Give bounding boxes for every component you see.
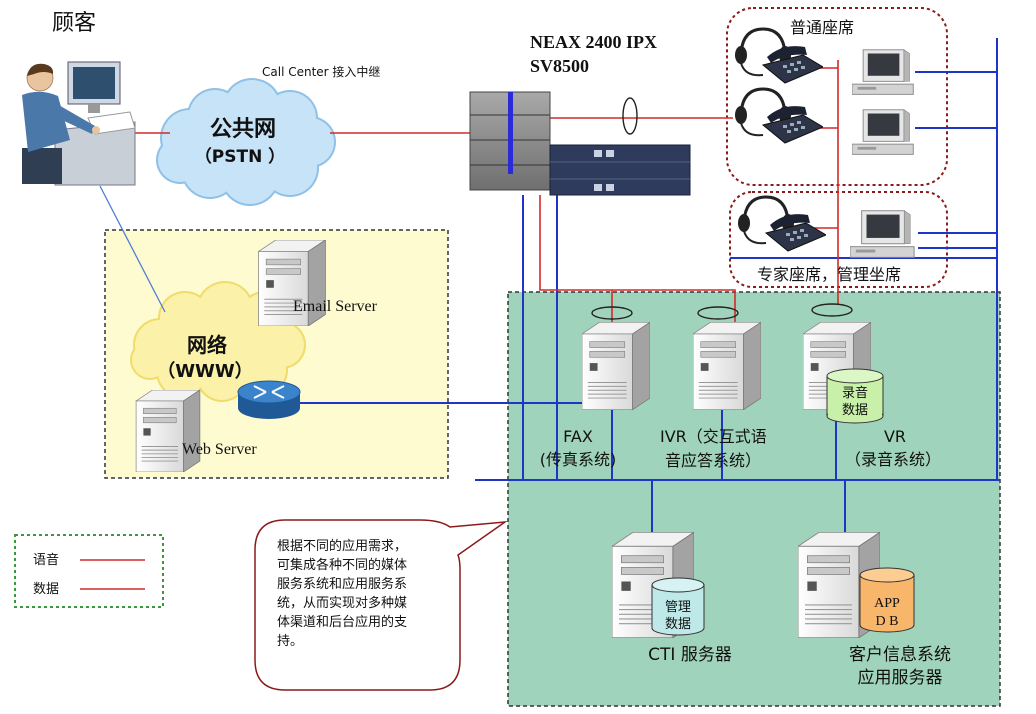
management-database-icon <box>651 577 705 636</box>
trunk-bundle-ring <box>622 97 638 135</box>
ivr-ring <box>697 306 739 320</box>
web-server-label: Web Server <box>182 441 257 458</box>
ivr-desc: 音应答系统） <box>665 451 761 470</box>
router-icon <box>237 380 301 419</box>
agents-label: 普通座席 <box>790 18 854 37</box>
voice-link-pbx-media <box>539 195 736 322</box>
ivr-server-icon <box>693 322 761 410</box>
legend-voice-label: 语音 <box>33 552 59 568</box>
email-server-label: Email Server <box>293 298 378 315</box>
app-label-line1: 客户信息系统 <box>849 645 951 665</box>
app-db-line2: D B <box>876 614 899 629</box>
legend-box <box>14 534 164 608</box>
pstn-subtitle: （PSTN ） <box>195 146 285 167</box>
callout-line: 体渠道和后台应用的支 <box>277 614 407 630</box>
app-label-line2: 应用服务器 <box>858 668 943 688</box>
cti-label: CTI 服务器 <box>648 645 732 665</box>
legend-data-label: 数据 <box>33 582 59 597</box>
pstn-title: 公共网 <box>210 117 276 142</box>
callout-line: 统，从而实现对多种媒 <box>277 595 407 611</box>
recording-db-line2: 数据 <box>842 403 868 418</box>
recording-db-line1: 录音 <box>842 385 868 401</box>
vr-label: VR <box>884 427 906 446</box>
www-title: 网络 <box>187 333 227 357</box>
data-links <box>99 38 1000 540</box>
pstn-cloud-icon <box>156 78 336 206</box>
www-subtitle: （WWW） <box>157 361 253 382</box>
fax-ring <box>591 306 633 320</box>
fax-server-icon <box>582 322 650 410</box>
recording-database-icon <box>826 368 884 424</box>
ivr-label: IVR（交互式语 <box>660 427 767 446</box>
vr-desc: （录音系统） <box>845 450 941 469</box>
callout-line: 根据不同的应用需求， <box>277 538 407 554</box>
app-database-icon <box>859 567 915 633</box>
voice-links <box>135 60 853 322</box>
experts-label: 专家座席，管理坐席 <box>757 265 901 284</box>
data-link-customer-www <box>99 185 166 313</box>
trunk-label: Call Center 接入中继 <box>262 64 380 79</box>
callout-line: 持。 <box>277 634 303 649</box>
management-db-line2: 数据 <box>665 617 691 632</box>
web-server-icon <box>135 390 201 472</box>
customer-label: 顾客 <box>52 11 96 36</box>
callout-bubble <box>254 519 508 691</box>
callout-line: 服务系统和应用服务系 <box>277 576 407 592</box>
callout-line: 可集成各种不同的媒体 <box>277 557 407 573</box>
vr-ring <box>811 303 853 317</box>
pbx-icon <box>469 91 691 196</box>
app-db-line1: APP <box>874 596 900 611</box>
pbx-version: SV8500 <box>530 56 589 76</box>
fax-label: FAX <box>563 427 593 446</box>
customer-icon <box>22 61 136 186</box>
www-cloud-icon <box>130 281 306 402</box>
fax-desc: (传真系统) <box>540 450 617 469</box>
management-db-line1: 管理 <box>665 600 691 615</box>
pbx-model: NEAX 2400 IPX <box>530 32 657 52</box>
